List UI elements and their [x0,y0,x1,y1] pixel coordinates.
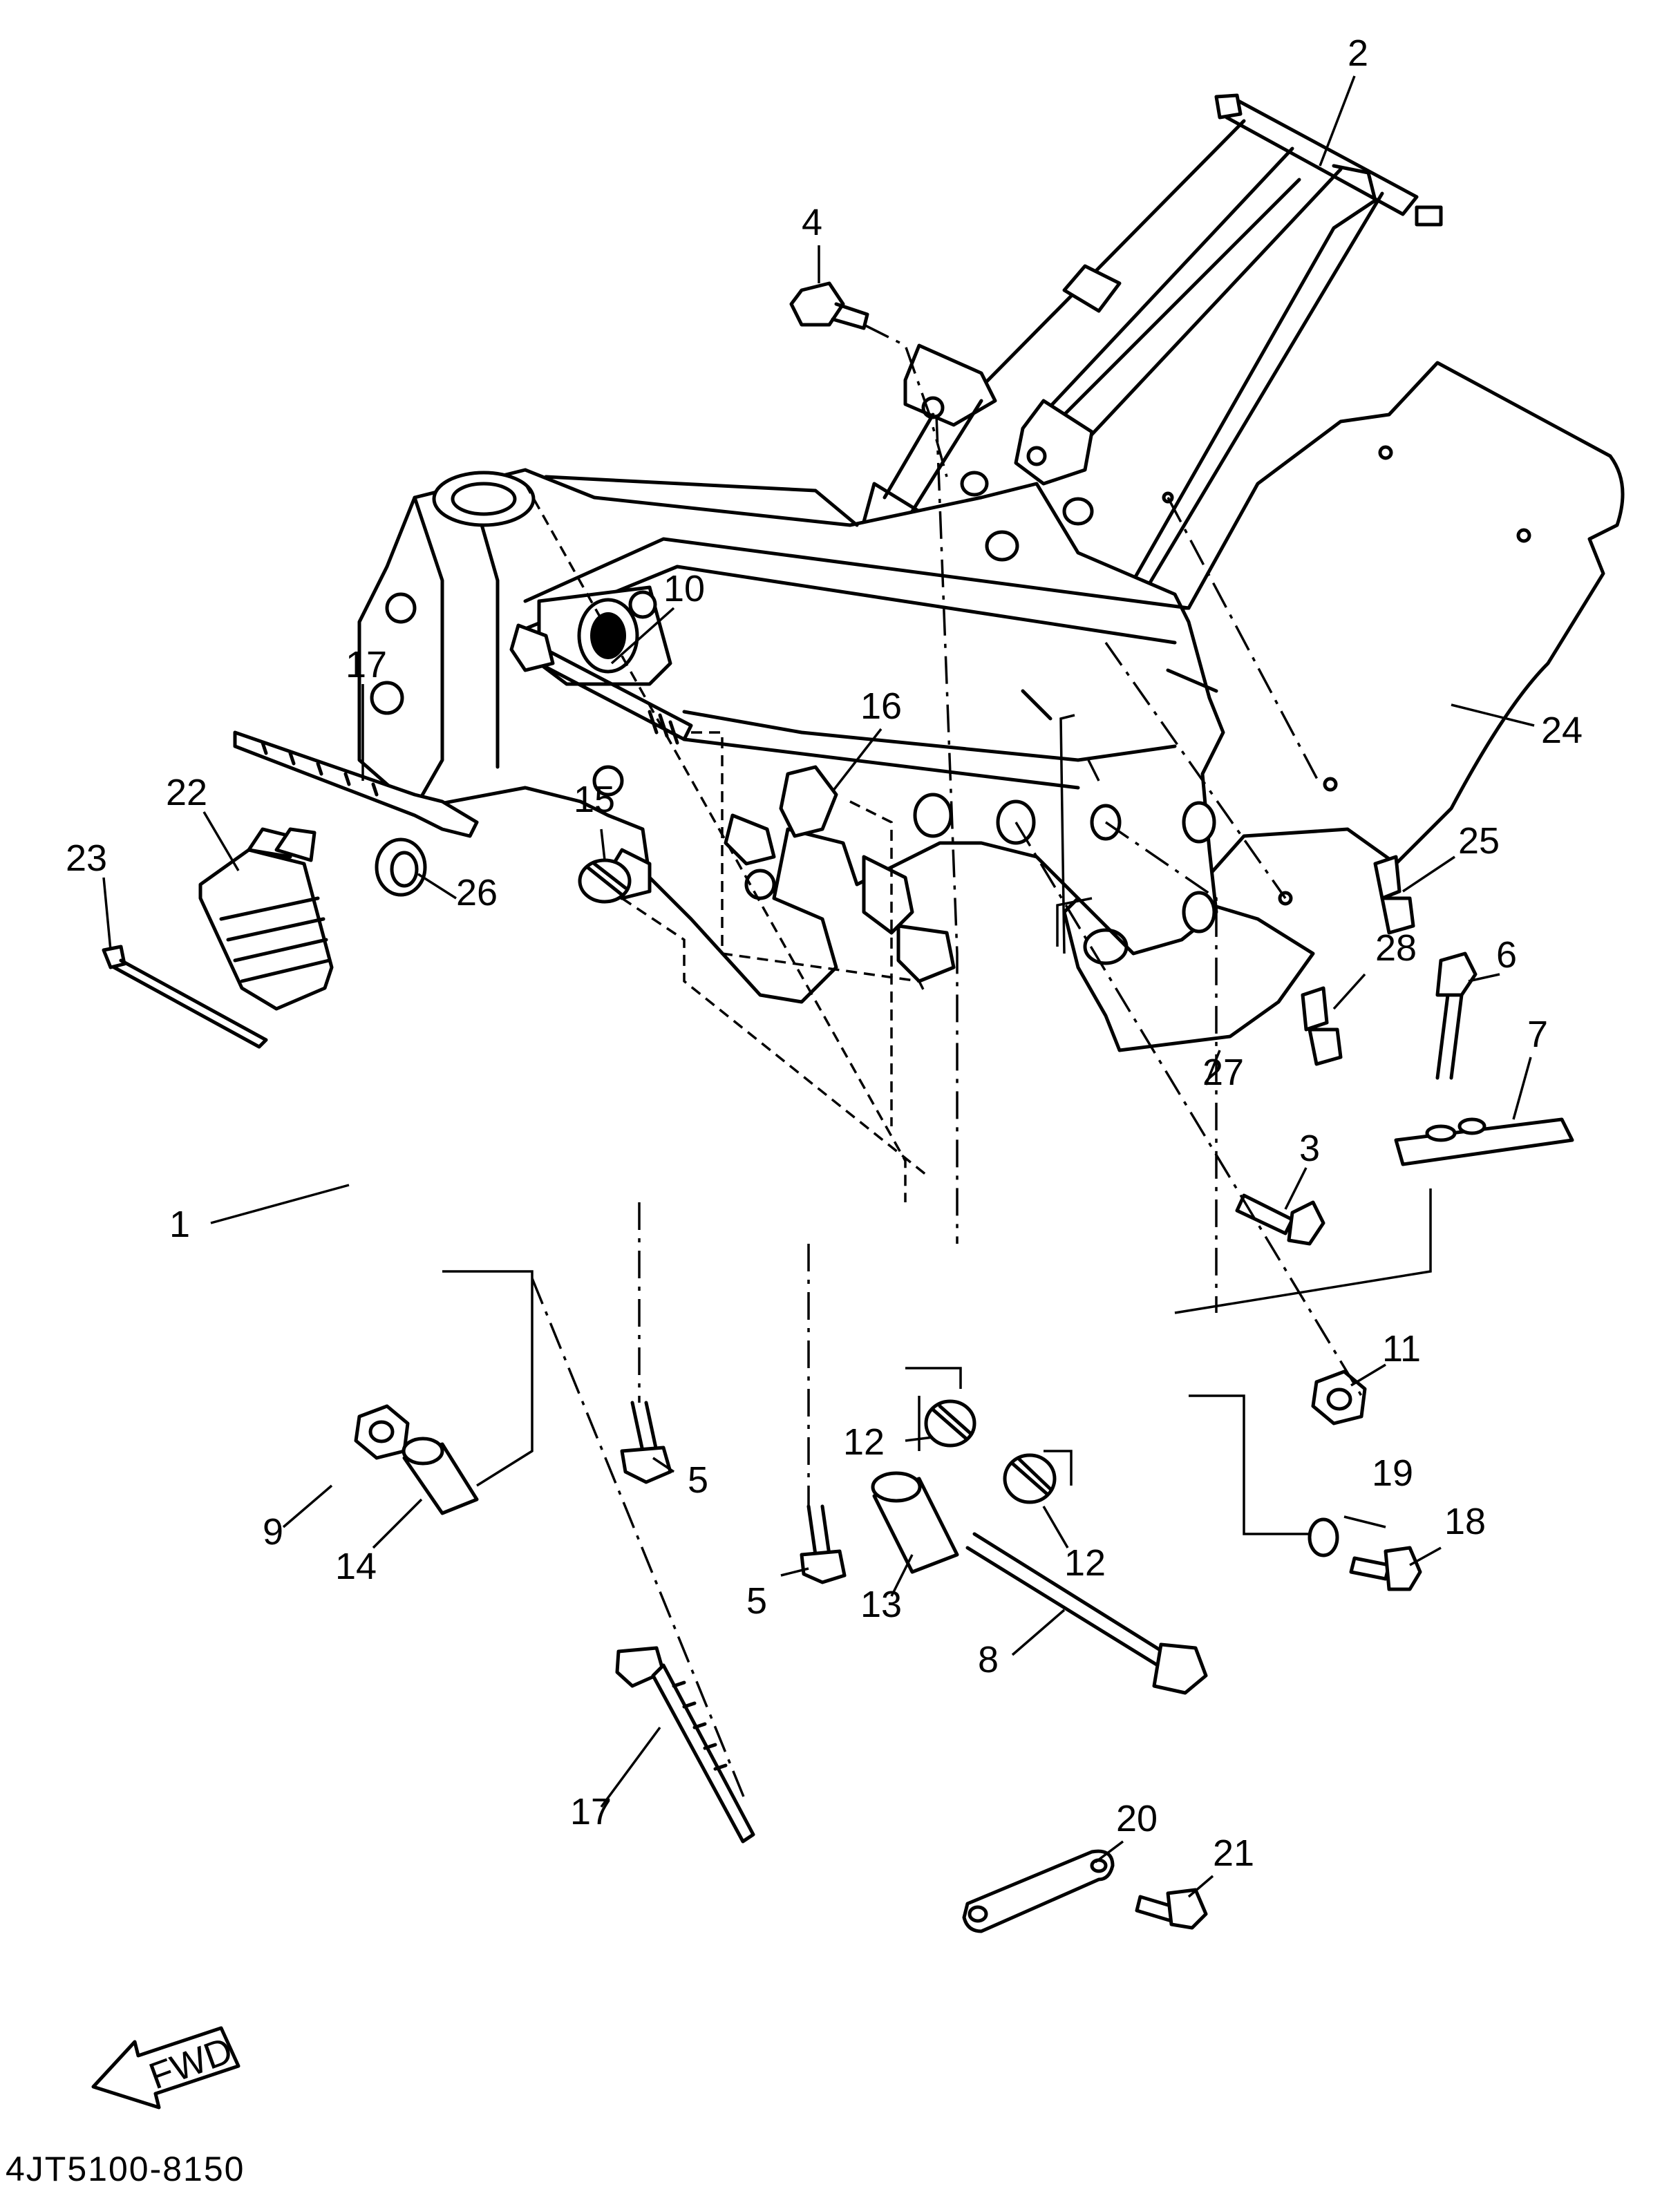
part-10-bolt [509,623,693,745]
leader-lines [102,75,1535,1898]
part-15-grommet [578,858,632,904]
callout-4: 4 [802,202,822,243]
part-14-collar [402,1437,479,1515]
part-11-nut [1311,1370,1367,1425]
part-21-bolt [1135,1888,1208,1930]
callout-12b: 12 [1064,1542,1106,1584]
part-25-fastener [1373,855,1415,935]
callout-2: 2 [1348,32,1368,74]
part-17-cable-tie-lower [615,1646,755,1844]
part-17-cable-tie-upper [233,730,479,838]
callout-7: 7 [1527,1014,1548,1055]
callout-25: 25 [1458,820,1500,862]
callout-3: 3 [1299,1128,1320,1169]
part-8-pivot-bolt [965,1532,1208,1695]
part-2-rear-frame [862,93,1443,645]
callout-24: 24 [1541,710,1583,751]
part-1-main-frame [357,468,1225,1004]
callout-17a: 17 [346,644,387,685]
callout-28: 28 [1375,927,1417,969]
callout-16: 16 [860,685,902,727]
part-5-bolt-b [800,1504,847,1584]
callout-21: 21 [1213,1832,1254,1874]
callout-18: 18 [1444,1501,1486,1542]
drawing-code: 4JT5100-8150 [6,2150,245,2188]
callout-19: 19 [1372,1452,1413,1494]
part-6-bolt [1435,951,1478,1080]
part-23-small-tie [102,945,268,1049]
part-12-grommet-a [924,1399,976,1448]
part-3-bolt [1235,1193,1325,1246]
callout-13: 13 [860,1584,902,1625]
part-16-clip [779,765,838,838]
part-7-bracket [1394,1117,1574,1166]
callout-17b: 17 [570,1791,612,1832]
callout-6: 6 [1496,934,1517,976]
callout-5a: 5 [688,1459,708,1501]
callout-15: 15 [574,779,615,820]
callout-8: 8 [978,1639,999,1680]
callout-9: 9 [263,1511,283,1553]
part-18-bolt [1349,1546,1422,1591]
callout-23: 23 [66,837,107,879]
callout-26: 26 [456,872,498,913]
callout-5b: 5 [746,1580,767,1622]
callout-10: 10 [663,568,705,609]
callout-27: 27 [1202,1052,1244,1093]
part-5-bolt-a [620,1401,672,1484]
callout-22: 22 [166,772,207,813]
callout-11: 11 [1382,1328,1421,1370]
callout-12a: 12 [843,1421,885,1463]
part-22-bottle [198,827,334,1011]
part-20-plate [962,1849,1115,1933]
assembly-lines [442,323,1432,1804]
part-26-ring [375,837,427,897]
part-19-washer [1308,1517,1339,1557]
part-13-collar [871,1471,959,1574]
part-28-fastener [1301,986,1343,1066]
callout-1: 1 [169,1204,190,1245]
part-4-bolt [789,281,869,330]
part-9-nut [354,1404,410,1460]
callout-20: 20 [1116,1798,1158,1839]
callouts: 1 2 3 4 5 5 6 7 8 9 10 11 12 12 13 14 15… [66,32,1583,1874]
callout-14: 14 [335,1546,377,1587]
fwd-arrow-icon: FWD [91,2026,240,2110]
part-12-grommet-b [1003,1453,1057,1504]
